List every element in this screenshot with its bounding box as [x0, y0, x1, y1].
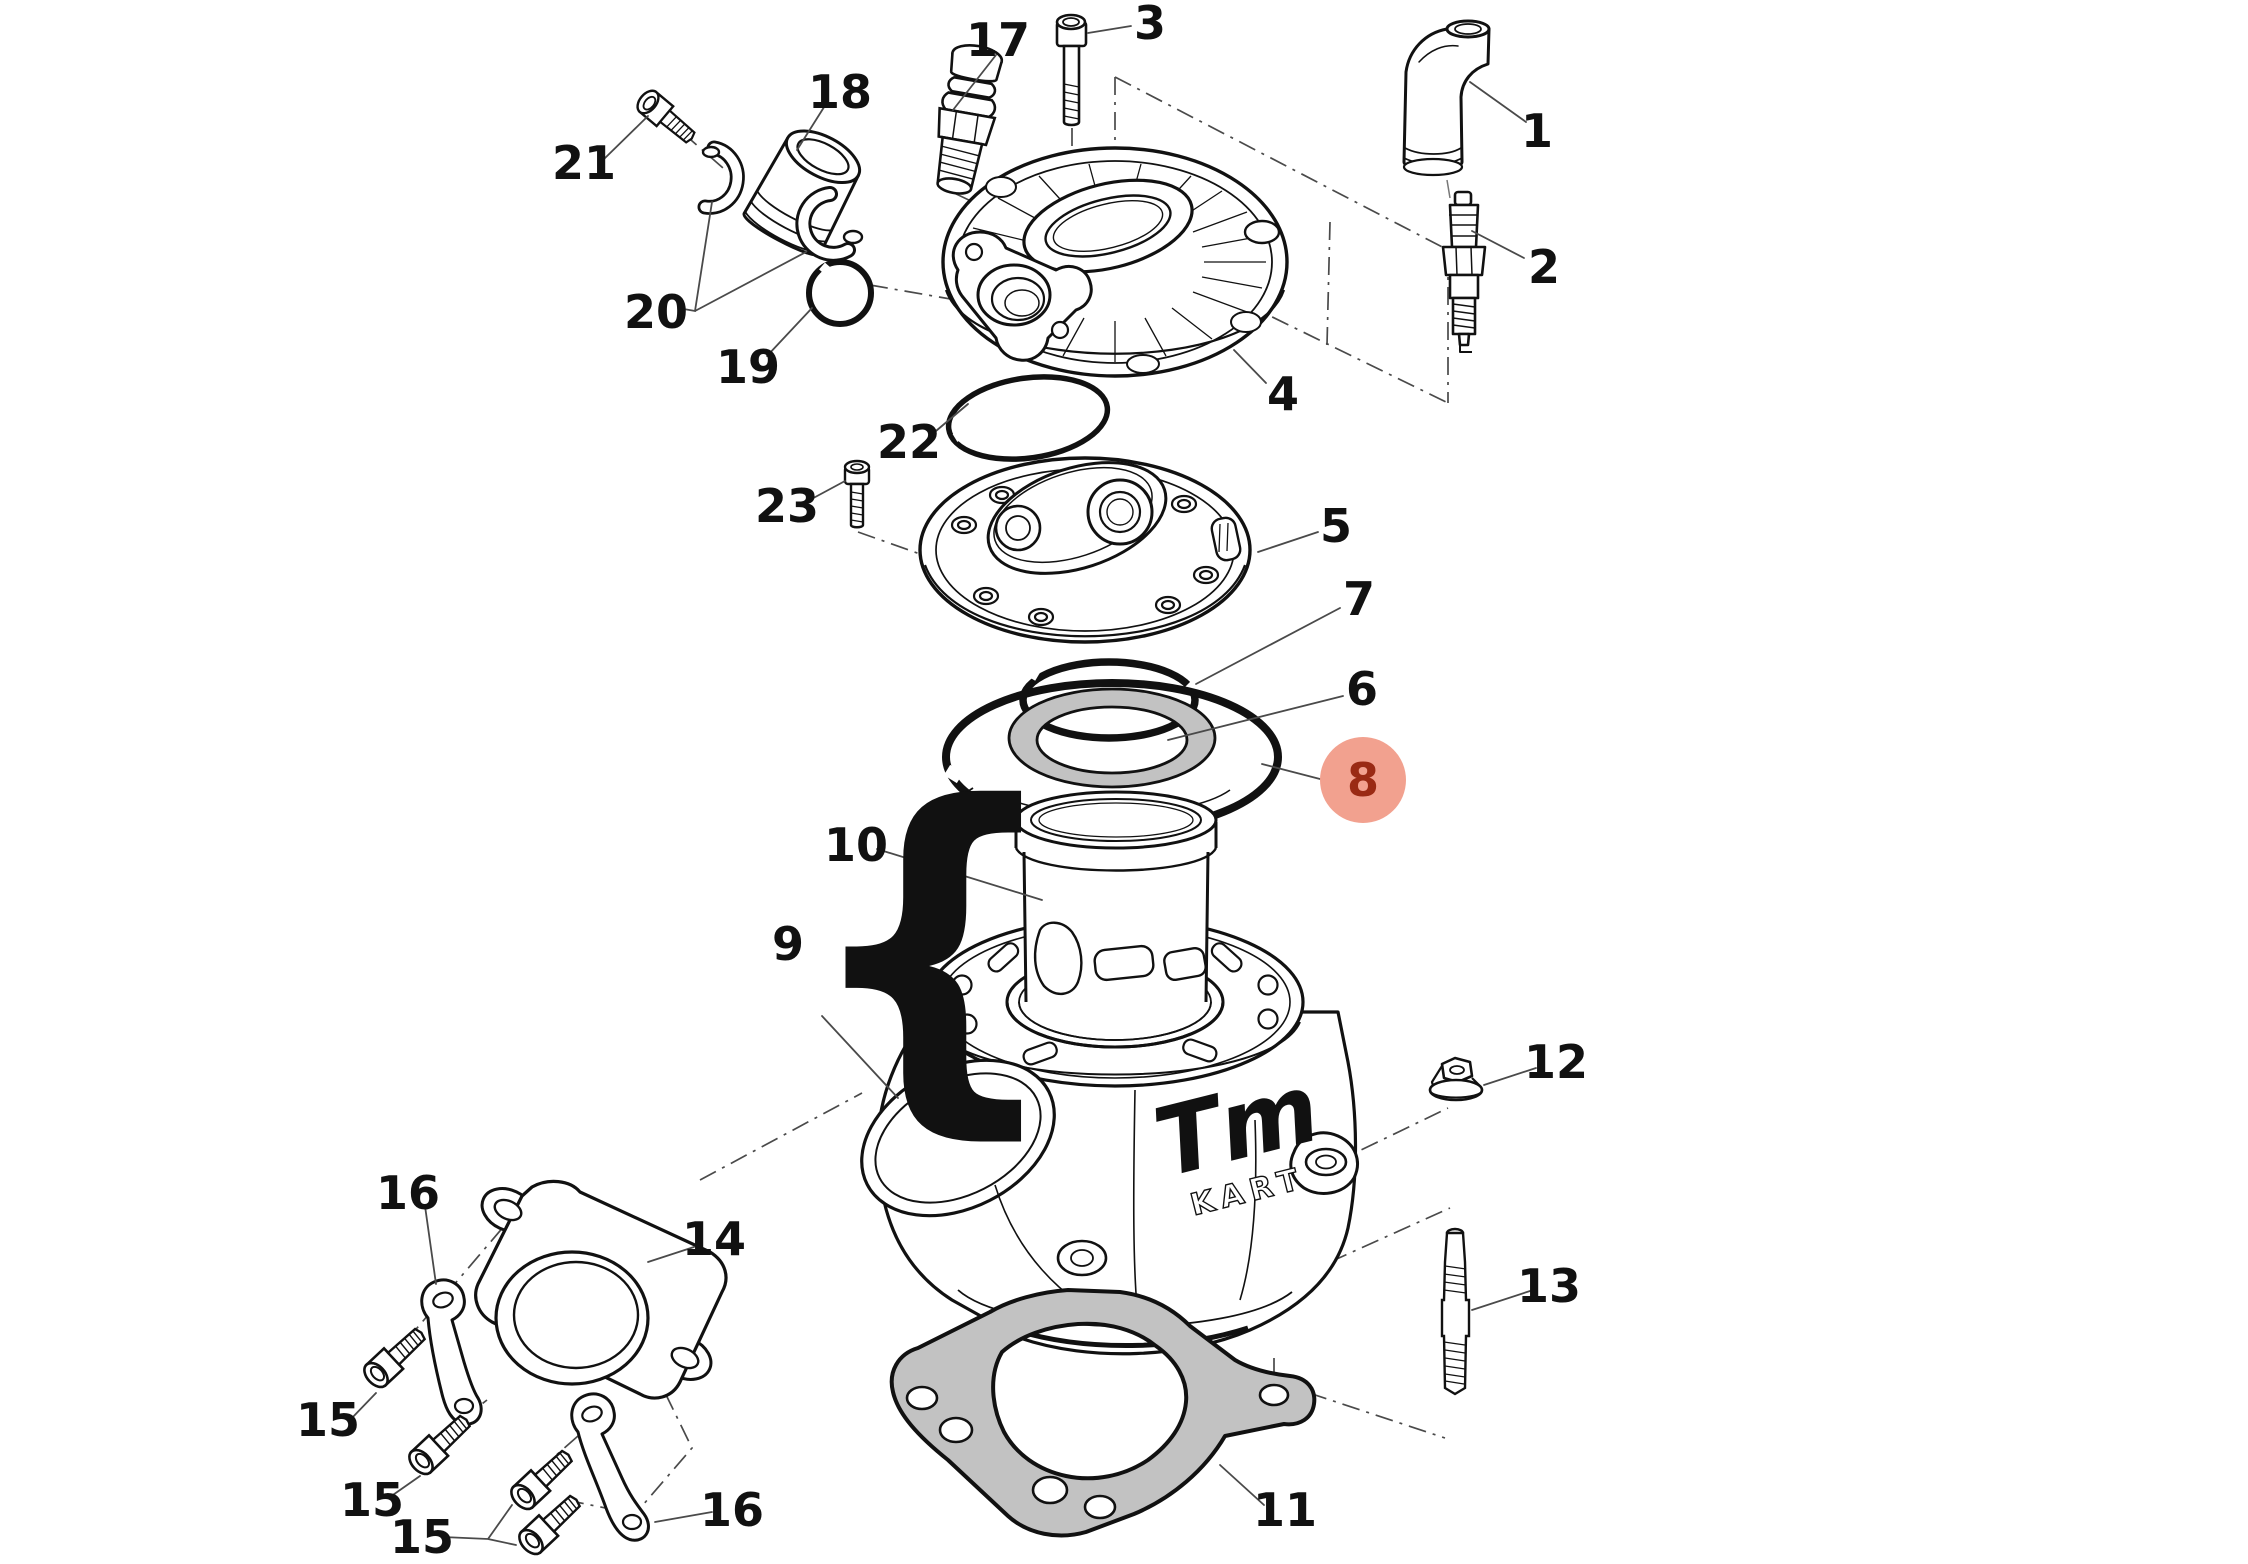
head-cover-bolt	[1055, 13, 1088, 127]
spark-plug	[1441, 190, 1487, 353]
union-o-ring	[806, 259, 874, 327]
part-label-14: 14	[682, 1212, 746, 1266]
axis-bracket-zigzag	[629, 1361, 694, 1521]
part-label-15-3: 15	[390, 1510, 454, 1564]
liner-port-right	[1163, 946, 1207, 982]
part-label-16-lower: 16	[700, 1483, 764, 1537]
cap-plug-axis-tick	[1446, 179, 1451, 199]
leader-9	[821, 1015, 899, 1099]
leader-19	[766, 307, 813, 357]
axis-headcover-right	[1326, 221, 1331, 346]
leader-20	[677, 201, 807, 313]
bore-front-rim	[1005, 1001, 1225, 1049]
part-label-10: 10	[824, 818, 888, 872]
axis-stud-top	[1329, 1207, 1451, 1263]
leader-7	[1195, 607, 1341, 685]
exhaust-bracket-lower	[570, 1392, 650, 1542]
part-label-16-upper: 16	[376, 1166, 440, 1220]
leader-2	[1471, 230, 1525, 259]
exhaust-outlet-oval	[860, 1058, 1056, 1218]
leader-1	[1469, 81, 1527, 123]
union-clamp-bolt	[632, 85, 702, 150]
part-label-4: 4	[1267, 367, 1299, 421]
bracket-bolt-1	[358, 1321, 433, 1393]
leader-18	[796, 103, 827, 151]
leader-12	[1483, 1067, 1537, 1086]
insert-bolt	[843, 459, 871, 529]
part-label-18: 18	[808, 65, 872, 119]
leader-13	[1471, 1290, 1531, 1311]
part-label-3: 3	[1134, 0, 1166, 50]
part-label-8-highlighted[interactable]: 8	[1347, 753, 1379, 807]
part-label-15-2: 15	[340, 1473, 404, 1527]
leader-4	[1233, 349, 1267, 384]
part-label-20: 20	[624, 285, 688, 339]
liner-port-middle	[1093, 944, 1155, 982]
head-cover-o-ring	[945, 374, 1111, 462]
part-label-11: 11	[1253, 1483, 1317, 1537]
part-label-15-1: 15	[296, 1393, 360, 1447]
assembly-brace: {	[798, 727, 1069, 1170]
axis-nut12	[1329, 1107, 1449, 1166]
leader-15-1	[349, 1392, 377, 1421]
axis-explode-upper	[1114, 76, 1449, 251]
bracket-bolt-2	[403, 1408, 478, 1480]
part-label-23: 23	[755, 479, 819, 533]
leader-21	[602, 115, 649, 161]
part-label-17: 17	[966, 13, 1030, 67]
cylinder-head-cover	[941, 146, 1289, 378]
part-labels: 1 2 3 17 18 21 20 19 4 22 23 5 7 6 8 10 …	[296, 0, 1588, 1564]
axis-flange-to-cylinder	[699, 1092, 863, 1181]
spark-plug-cap	[1402, 19, 1491, 177]
leader-3	[1087, 25, 1132, 34]
combustion-chamber-insert	[918, 456, 1252, 644]
liner-port-left	[1033, 921, 1083, 995]
flange-nut	[1428, 1056, 1484, 1102]
leader-22	[929, 403, 969, 437]
cooling-fins	[972, 163, 1266, 362]
leader-10	[876, 848, 1043, 901]
head-gasket-ring	[1007, 687, 1217, 789]
cylinder-liner	[1014, 790, 1218, 1003]
part-label-2: 2	[1528, 240, 1560, 294]
leader-15-3	[442, 1504, 517, 1546]
leader-8	[1261, 763, 1321, 780]
leader-16-upper	[424, 1205, 437, 1285]
leader-lines	[349, 25, 1537, 1546]
part-label-7: 7	[1343, 572, 1375, 626]
exhaust-flange	[474, 1179, 728, 1400]
leader-14	[647, 1246, 695, 1263]
highlight-circle[interactable]	[1320, 737, 1406, 823]
part-label-21: 21	[552, 136, 616, 190]
axis-stud-bottom	[1275, 1381, 1446, 1439]
union-retainer-brackets	[697, 140, 864, 262]
leader-6	[1167, 695, 1344, 741]
cylinder-front-details	[860, 1058, 1293, 1348]
part-label-19: 19	[716, 340, 780, 394]
bore-front-rim-inner	[1018, 1001, 1212, 1041]
stud	[1440, 1227, 1471, 1396]
part-label-1: 1	[1521, 104, 1553, 158]
part-label-9: 9	[772, 917, 804, 971]
leader-15-2	[389, 1475, 421, 1498]
gasket-holes	[905, 1383, 1290, 1520]
leader-17	[952, 54, 997, 111]
leader-5	[1257, 531, 1319, 553]
leader-16-lower	[654, 1511, 713, 1523]
part-label-6: 6	[1346, 662, 1378, 716]
leader-11	[1219, 1464, 1265, 1506]
part-label-12: 12	[1524, 1035, 1588, 1089]
leader-23	[805, 480, 846, 503]
part-label-13: 13	[1517, 1259, 1581, 1313]
base-gasket	[889, 1288, 1317, 1538]
exhaust-bracket-upper	[420, 1278, 483, 1426]
part-label-22: 22	[877, 415, 941, 469]
part-label-5: 5	[1320, 499, 1352, 553]
